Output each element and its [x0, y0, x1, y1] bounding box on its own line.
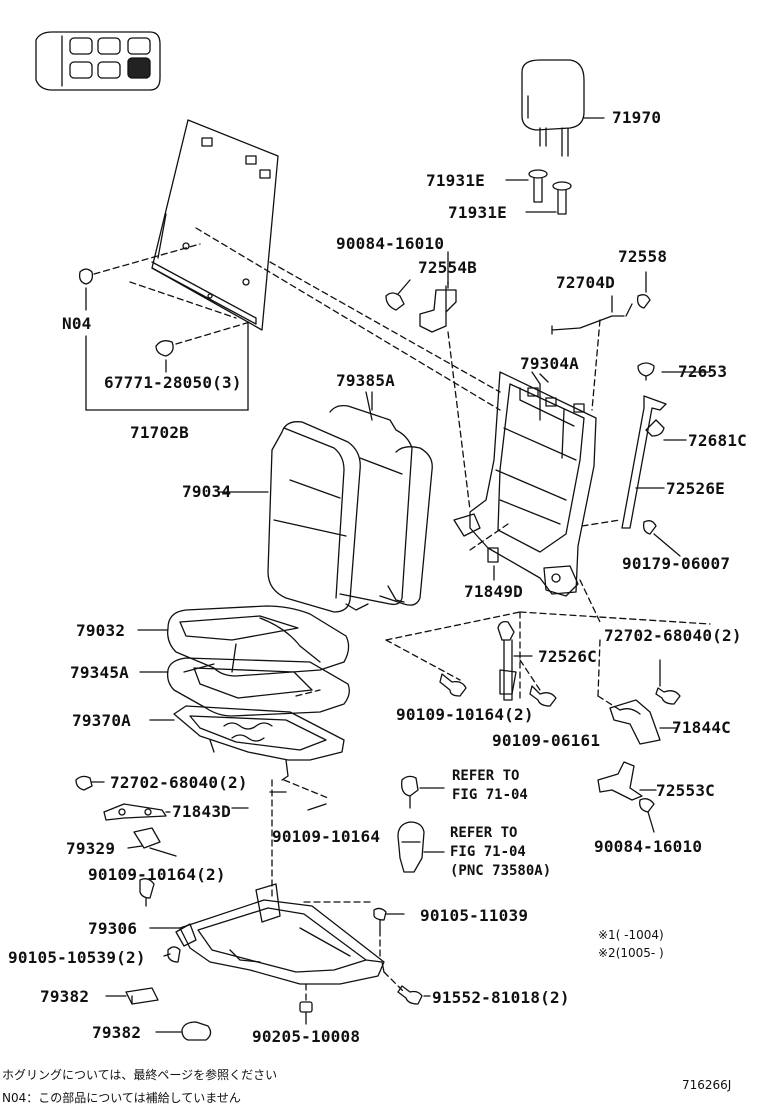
footnote-japanese-2: N04：この部品については補給していません: [2, 1091, 241, 1105]
callout-79034: 79034: [182, 482, 232, 501]
callout-72553c: 72553C: [656, 781, 715, 800]
hinge-parts-left: [75, 775, 171, 907]
callout-72702-68040-left: 72702-68040(2): [110, 773, 248, 792]
callout-90109-10164-2-low: 90109-10164(2): [88, 865, 226, 884]
seat-pad-79345a: [139, 657, 350, 717]
callout-n04: N04: [62, 314, 92, 333]
callout-79370a: 79370A: [72, 711, 131, 730]
callout-71849d: 71849D: [464, 582, 523, 601]
back-board-dashed-guides: [93, 227, 501, 411]
callout-71843d: 71843D: [172, 802, 231, 821]
footnote-1: ※1( -1004): [598, 928, 664, 942]
refer-note-2-line1: REFER TO: [450, 825, 518, 841]
callout-72526c: 72526C: [538, 647, 597, 666]
n04-bracket-lines: [85, 287, 249, 411]
refer-note-2: REFER TO FIG 71-04 (PNC 73580A): [450, 824, 551, 881]
callout-72526e: 72526E: [666, 479, 725, 498]
callout-72554b: 72554B: [418, 258, 477, 277]
callout-90105-11039: 90105-11039: [420, 906, 529, 925]
callout-79385a: 79385A: [336, 371, 395, 390]
seat-position-diagram-icon: [35, 31, 161, 91]
callout-71970: 71970: [612, 108, 662, 127]
belt-anchor-72526e: [621, 362, 711, 557]
callout-72702-68040-right: 72702-68040(2): [604, 626, 742, 645]
pads-79382: [105, 987, 212, 1041]
callout-79345a: 79345A: [70, 663, 129, 682]
callout-90109-10164-2-mid: 90109-10164(2): [396, 705, 534, 724]
callout-79329: 79329: [66, 839, 116, 858]
seat-back-frame-79304a: [453, 371, 597, 597]
callout-90179-06007: 90179-06007: [622, 554, 731, 573]
bolts-middle: [439, 659, 681, 707]
callout-79382-1: 79382: [40, 987, 90, 1006]
footnote-japanese-1: ホグリングについては、最終ページを参照ください: [2, 1068, 278, 1082]
callout-79304a: 79304A: [520, 354, 579, 373]
headrest-71970: [521, 59, 605, 157]
callout-71931e-2: 71931E: [448, 203, 507, 222]
callout-72681c: 72681C: [688, 431, 747, 450]
callout-90109-10164: 90109-10164: [272, 827, 381, 846]
bracket-72554b: [385, 279, 457, 333]
bracket-71844c: [609, 699, 677, 745]
seat-cushion-79032: [137, 605, 350, 677]
callout-72653: 72653: [678, 362, 728, 381]
callout-79306: 79306: [88, 919, 138, 938]
frame-dashed-guides: [447, 319, 621, 623]
bracket-72553c: [597, 761, 657, 833]
bolts-lower: [299, 907, 431, 1025]
callout-71702b: 71702B: [130, 423, 189, 442]
callout-79382-2: 79382: [92, 1023, 142, 1042]
refer-note-1-line2: FIG 71-04: [452, 787, 528, 803]
refer-note-1: REFER TO FIG 71-04: [452, 767, 528, 805]
seat-back-board-71702b: [78, 119, 279, 357]
callout-72704d: 72704D: [556, 273, 615, 292]
leader-lines: [149, 251, 541, 857]
callout-90205-10008: 90205-10008: [252, 1027, 361, 1046]
cable-72704d: [551, 271, 651, 335]
callout-90105-10539: 90105-10539(2): [8, 948, 146, 967]
refer-to-parts: [397, 775, 445, 873]
callout-79032: 79032: [76, 621, 126, 640]
callout-90109-06161: 90109-06161: [492, 731, 601, 750]
footnote-2: ※2(1005- ): [598, 946, 664, 960]
refer-note-2-line3: (PNC 73580A): [450, 863, 552, 879]
headrest-support-71931e: [505, 169, 572, 215]
callout-72558: 72558: [618, 247, 668, 266]
seat-back-cushion-79034: [219, 391, 433, 613]
callout-71844c: 71844C: [672, 718, 731, 737]
seat-base-79306: [149, 883, 385, 985]
refer-note-1-line1: REFER TO: [452, 768, 520, 784]
refer-note-2-line2: FIG 71-04: [450, 844, 526, 860]
figure-id: 716266J: [682, 1078, 732, 1092]
callout-90084-16010-bottom: 90084-16010: [594, 837, 703, 856]
belt-buckle-72526c: [497, 620, 533, 701]
callout-91552-81018: 91552-81018(2): [432, 988, 570, 1007]
callout-71931e: 71931E: [426, 171, 485, 190]
callout-90084-16010-top: 90084-16010: [336, 234, 445, 253]
seat-frame-79370a: [149, 705, 345, 781]
callout-67771-28050: 67771-28050(3): [104, 373, 242, 392]
